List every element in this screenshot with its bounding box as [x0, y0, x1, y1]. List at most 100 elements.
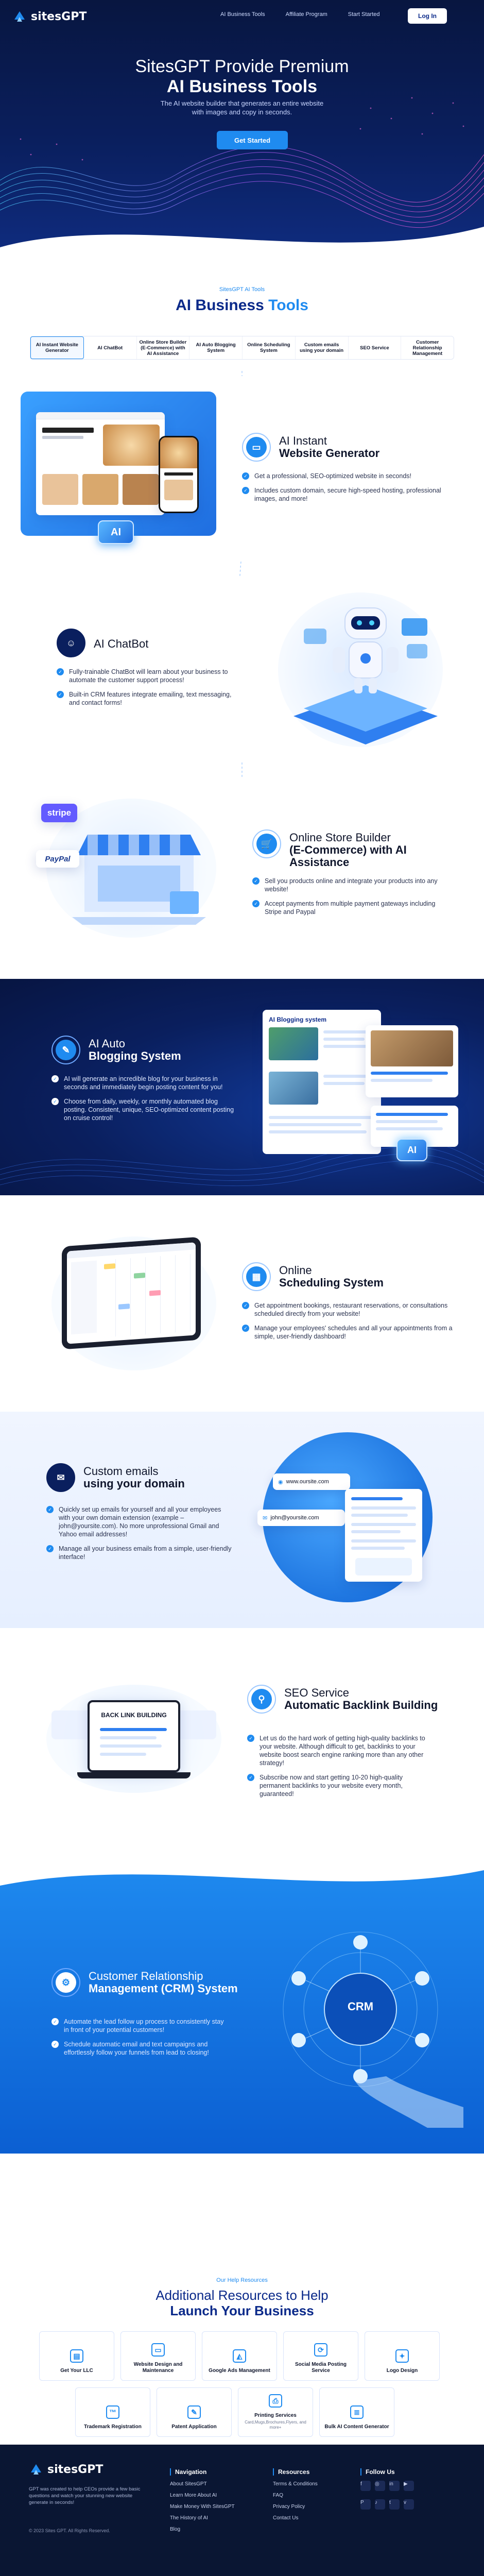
blogging-title-b: Blogging System: [89, 1049, 181, 1062]
social-icons: f ◎ in ▶ P ♪ t v: [360, 2481, 414, 2514]
pinterest-icon[interactable]: P: [360, 2499, 371, 2510]
check-icon: ✓: [247, 1774, 254, 1781]
bullet: ✓Includes custom domain, secure high-spe…: [242, 486, 453, 503]
bullet: ✓Fully-trainable ChatBot will learn abou…: [57, 668, 242, 684]
check-icon: ✓: [242, 1302, 249, 1309]
email-chip: ✉ john@yoursite.com: [257, 1510, 345, 1526]
login-button[interactable]: Log In: [408, 8, 447, 24]
resource-card-llc[interactable]: ▤ Get Your LLC: [39, 2331, 114, 2381]
store-bullets: ✓Sell you products online and integrate …: [252, 877, 438, 922]
footer-link-blog[interactable]: Blog: [170, 2527, 181, 2532]
tab-seo[interactable]: SEO Service: [349, 336, 402, 359]
crm-title-a: Customer Relationship: [89, 1970, 203, 1982]
resource-card-design[interactable]: ▭Website Design and Maintenance: [120, 2331, 196, 2381]
linkedin-icon[interactable]: in: [389, 2481, 400, 2491]
check-icon: ✓: [242, 1325, 249, 1332]
feature-blogging: ✎ AI Auto Blogging System ✓AI will gener…: [0, 979, 484, 1195]
resource-label: Printing Services: [254, 2413, 297, 2418]
url-text: www.oursite.com: [286, 1479, 329, 1485]
tab-scheduling[interactable]: Online Scheduling System: [243, 336, 296, 359]
brand-logo[interactable]: sitesGPT: [12, 9, 87, 24]
bullet: ✓Manage your employees' schedules and al…: [242, 1324, 453, 1341]
tab-chatbot[interactable]: AI ChatBot: [84, 336, 137, 359]
calendar-icon: ▦: [242, 1262, 271, 1291]
crm-icon: ⚙: [51, 1968, 80, 1997]
blog-icon: ✎: [51, 1036, 80, 1064]
resource-card-printing[interactable]: ⎙Printing Services Card,Mugs,Brochures,F…: [238, 2387, 313, 2437]
crm-title-b: Management (CRM) System: [89, 1982, 238, 1995]
resource-card-content[interactable]: ≣Bulk AI Content Generator: [319, 2387, 394, 2437]
footer: sitesGPT GPT was created to help CEOs pr…: [0, 2445, 484, 2576]
check-icon: ✓: [242, 472, 249, 480]
tab-custom-emails[interactable]: Custom emails using your domain: [296, 336, 349, 359]
tools-title-b: Tools: [268, 297, 308, 314]
paypal-logo: PayPal: [36, 850, 79, 868]
footer-link-contact[interactable]: Contact Us: [273, 2515, 299, 2521]
tab-crm[interactable]: Customer Relationship Management: [412, 339, 443, 357]
resource-card-ads[interactable]: ◭Google Ads Management: [202, 2331, 277, 2381]
footer-link-terms[interactable]: Terms & Conditions: [273, 2481, 318, 2487]
content-icon: ≣: [350, 2405, 364, 2419]
scheduling-visual: [46, 1231, 221, 1376]
bullet-text: Automate the lead follow up process to c…: [64, 2018, 224, 2033]
bullet: ✓Quickly set up emails for yourself and …: [46, 1505, 232, 1538]
footer-navigation: Navigation About SitesGPT Learn More Abo…: [170, 2468, 235, 2537]
tiktok-icon[interactable]: ♪: [375, 2499, 385, 2510]
youtube-icon[interactable]: ▶: [404, 2481, 414, 2491]
website-generator-title-a: AI Instant: [279, 434, 327, 447]
tab-blogging[interactable]: AI Auto Blogging System: [189, 336, 243, 359]
twitter-icon[interactable]: t: [389, 2499, 400, 2510]
footer-link-learn-ai[interactable]: Learn More About AI: [170, 2493, 217, 2498]
emails-title-a: Custom emails: [83, 1465, 159, 1478]
brand-name: sitesGPT: [31, 10, 87, 23]
nav-link-affiliate[interactable]: Affiliate Program: [285, 11, 327, 18]
tab-store-builder[interactable]: Online Store Builder (E-Commerce) with A…: [137, 336, 190, 359]
robot-icon: [293, 607, 438, 744]
resource-card-patent[interactable]: ✎Patent Application: [157, 2387, 232, 2437]
hero-wave-art: [0, 97, 484, 228]
tools-title: AI Business Tools: [0, 297, 484, 314]
bullet-text: Get appointment bookings, restaurant res…: [254, 1302, 448, 1317]
blogging-title-a: AI Auto: [89, 1037, 125, 1050]
resource-label: Social Media Posting Service: [295, 2362, 347, 2374]
instagram-icon[interactable]: ◎: [375, 2481, 385, 2491]
scheduling-bullets: ✓ Get appointment bookings, restaurant re…: [242, 1301, 453, 1347]
website-generator-bullets: ✓Get a professional, SEO-optimized websi…: [242, 472, 453, 509]
backlink-panel-title: BACK LINK BUILDING: [101, 1711, 167, 1719]
facebook-icon[interactable]: f: [360, 2481, 371, 2491]
vimeo-icon[interactable]: v: [404, 2499, 414, 2510]
resource-card-social[interactable]: ⟳Social Media Posting Service: [283, 2331, 358, 2381]
bullet: ✓Get a professional, SEO-optimized websi…: [242, 472, 453, 480]
footer-link-about[interactable]: About SitesGPT: [170, 2481, 207, 2487]
footer-link-history[interactable]: The History of AI: [170, 2515, 208, 2521]
footer-link-make-money[interactable]: Make Money With SitesGPT: [170, 2504, 235, 2510]
resource-label: Get Your LLC: [60, 2368, 93, 2374]
seo-visual: BACK LINK BUILDING: [46, 1669, 221, 1808]
store-title-b: (E-Commerce) with AI Assistance: [289, 843, 407, 869]
seo-title-a: SEO Service: [284, 1686, 349, 1699]
crm-hub-icon: [283, 1931, 463, 2128]
bullet: ✓Sell you products online and integrate …: [252, 877, 438, 893]
feature-store-builder: stripe PayPal 🛒 Online Store Builder (E-…: [0, 778, 484, 963]
resources-title-a: Additional Resources to Help: [155, 2287, 329, 2303]
nav-link-start[interactable]: Start Started: [348, 11, 380, 18]
chatbot-bullets: ✓Fully-trainable ChatBot will learn abou…: [57, 668, 242, 713]
tools-header: SitesGPT AI Tools AI Business Tools: [0, 286, 484, 314]
feature-website-generator: AI ▭ AI Instant Website Generator ✓Get a…: [0, 376, 484, 562]
phone-preview: [159, 436, 199, 513]
design-icon: ▭: [151, 2343, 165, 2357]
llc-icon: ▤: [70, 2349, 83, 2363]
footer-link-privacy[interactable]: Privacy Policy: [273, 2504, 305, 2510]
tab-website-generator[interactable]: AI Instant Website Generator: [30, 336, 84, 359]
bullet: ✓AI will generate an incredible blog for…: [51, 1075, 237, 1091]
footer-logo[interactable]: sitesGPT: [29, 2462, 103, 2477]
ads-icon: ◭: [233, 2349, 246, 2363]
store-title-a: Online Store Builder: [289, 831, 391, 844]
get-started-button[interactable]: Get Started: [217, 131, 288, 149]
resource-card-logo[interactable]: ✦Logo Design: [365, 2331, 440, 2381]
nav-link-ai-tools[interactable]: AI Business Tools: [220, 11, 265, 18]
emails-visual: ◉ www.oursite.com ✉ john@yoursite.com: [252, 1432, 458, 1607]
footer-link-faq[interactable]: FAQ: [273, 2493, 284, 2498]
bullet-text: Choose from daily, weekly, or monthly au…: [64, 1098, 234, 1122]
